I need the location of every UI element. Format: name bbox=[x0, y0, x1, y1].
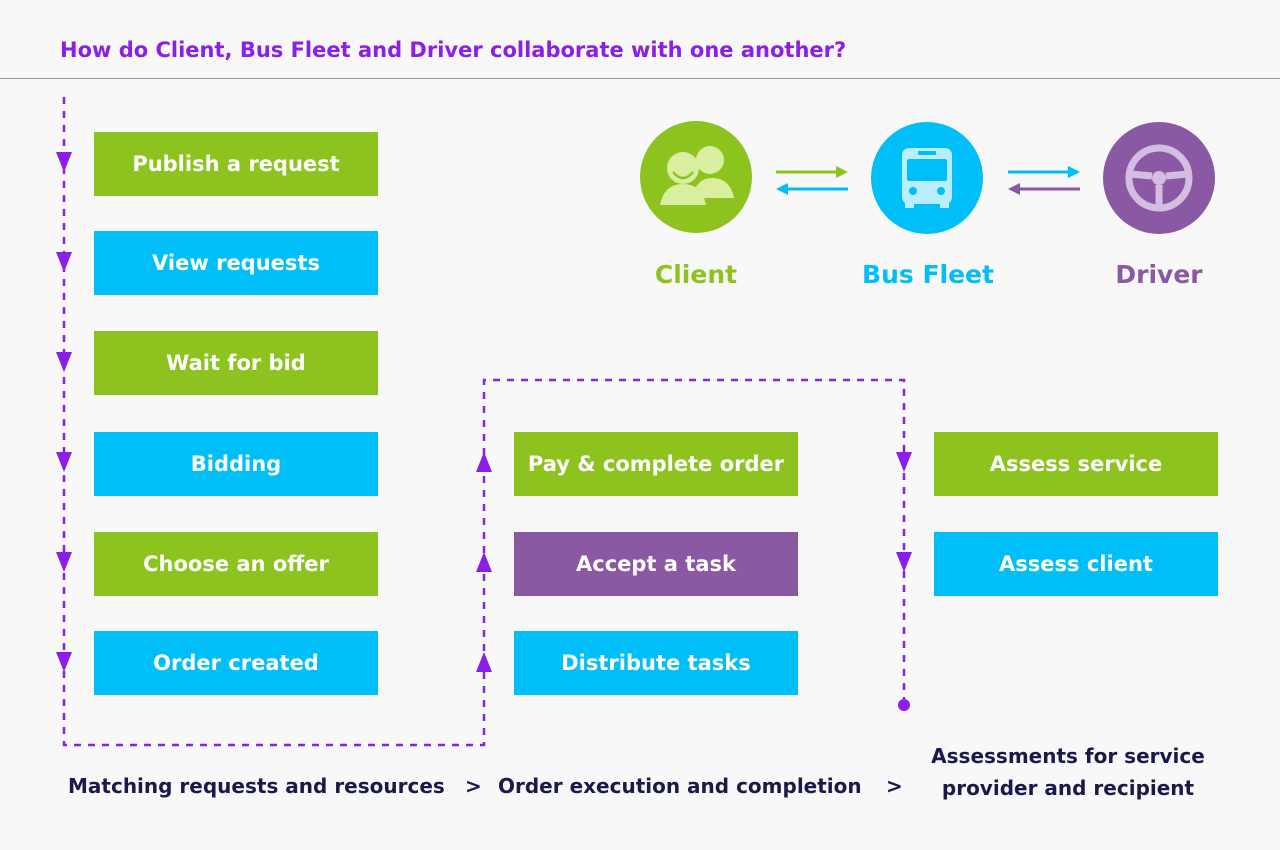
steering-wheel-icon bbox=[1103, 122, 1215, 234]
step-publish-request: Publish a request bbox=[94, 132, 378, 196]
bus-fleet-label: Bus Fleet bbox=[862, 260, 994, 289]
phase3-caption-line2: provider and recipient bbox=[941, 776, 1195, 800]
title-divider bbox=[0, 78, 1280, 79]
step-view-requests: View requests bbox=[94, 231, 378, 295]
down-arrow-icon bbox=[56, 452, 72, 472]
step-order-created: Order created bbox=[94, 631, 378, 695]
step-assess-service: Assess service bbox=[934, 432, 1218, 496]
phase1-caption: Matching requests and resources bbox=[68, 774, 445, 798]
down-arrow-icon bbox=[56, 552, 72, 572]
phase-separator: > bbox=[465, 774, 482, 798]
client-busfleet-arrows bbox=[776, 166, 848, 195]
down-arrow-icon bbox=[896, 452, 912, 472]
phase3-caption-line1: Assessments for service bbox=[931, 744, 1205, 768]
step-distribute-tasks: Distribute tasks bbox=[514, 631, 798, 695]
step-bidding: Bidding bbox=[94, 432, 378, 496]
down-arrow-icon bbox=[896, 552, 912, 572]
down-arrow-icon bbox=[56, 352, 72, 372]
step-pay-complete-order: Pay & complete order bbox=[514, 432, 798, 496]
down-arrow-icon bbox=[56, 152, 72, 172]
step-wait-for-bid: Wait for bid bbox=[94, 331, 378, 395]
up-arrow-icon bbox=[476, 552, 492, 572]
phase2-caption: Order execution and completion bbox=[498, 774, 862, 798]
step-choose-offer: Choose an offer bbox=[94, 532, 378, 596]
busfleet-driver-arrows bbox=[1008, 166, 1080, 195]
step-accept-task: Accept a task bbox=[514, 532, 798, 596]
client-people-icon bbox=[640, 121, 752, 233]
step-assess-client: Assess client bbox=[934, 532, 1218, 596]
client-label: Client bbox=[654, 260, 738, 289]
down-arrow-icon bbox=[56, 252, 72, 272]
bus-icon bbox=[871, 122, 983, 234]
up-arrow-icon bbox=[476, 652, 492, 672]
down-arrow-icon bbox=[56, 652, 72, 672]
phase-separator: > bbox=[886, 774, 903, 798]
up-arrow-icon bbox=[476, 452, 492, 472]
driver-label: Driver bbox=[1115, 260, 1203, 289]
page-title: How do Client, Bus Fleet and Driver coll… bbox=[60, 38, 847, 62]
phase3-caption: Assessments for service provider and rec… bbox=[918, 740, 1218, 804]
flow-end-dot bbox=[898, 699, 910, 711]
